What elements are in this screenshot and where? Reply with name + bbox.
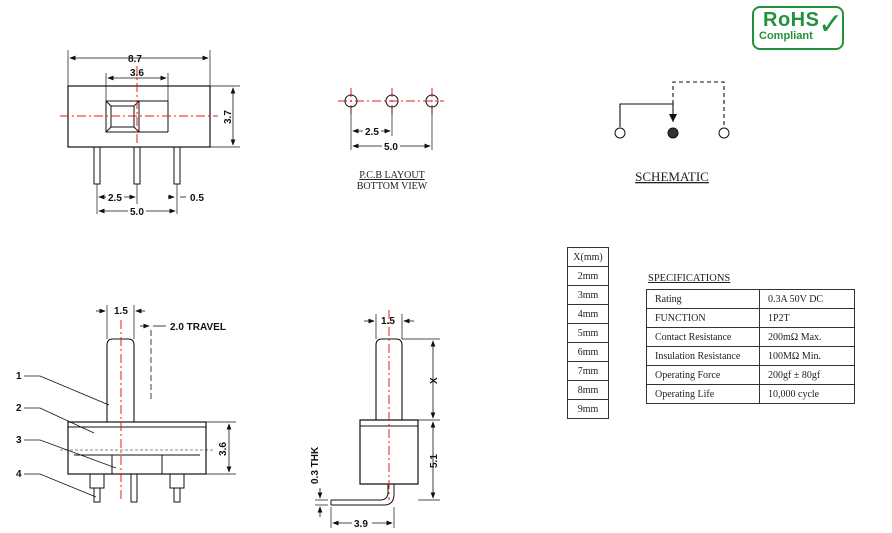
dim-pin: 0.5 xyxy=(190,193,204,204)
terminal-1 xyxy=(614,127,626,139)
pcb-dim-span: 5.0 xyxy=(384,142,398,153)
dim-width: 8.7 xyxy=(128,54,142,65)
pad-1 xyxy=(344,94,358,108)
dim-span: 5.0 xyxy=(130,207,144,218)
terminal-common xyxy=(667,127,679,139)
x-table-cell: 4mm xyxy=(567,304,609,324)
x-table-cell: 9mm xyxy=(567,399,609,419)
spec-key: Rating xyxy=(646,289,760,309)
dim-height: 3.7 xyxy=(223,110,234,124)
side-view: 1.5 2.0 TRAVEL 3.6 1 2 3 4 xyxy=(16,305,236,503)
pad-2 xyxy=(385,94,399,108)
right-dim-thk: 0.3 THK xyxy=(310,446,321,484)
checkmark-icon: ✓ xyxy=(818,7,844,42)
spec-key: FUNCTION xyxy=(646,308,760,328)
right-view: 1.5 X 5.1 0.3 THK 3.9 xyxy=(310,310,440,530)
pcb-dim-pitch: 2.5 xyxy=(365,127,379,138)
spec-value: 100MΩ Min. xyxy=(759,346,855,366)
x-table-cell: 7mm xyxy=(567,361,609,381)
x-table-cell: 6mm xyxy=(567,342,609,362)
spec-key: Insulation Resistance xyxy=(646,346,760,366)
side-dim-height: 3.6 xyxy=(218,442,229,456)
x-dimension-table: X(mm) 2mm 3mm 4mm 5mm 6mm 7mm 8mm 9mm xyxy=(567,247,609,419)
right-lead xyxy=(331,484,395,506)
spec-value: 200mΩ Max. xyxy=(759,327,855,347)
side-dim-travel: 2.0 TRAVEL xyxy=(170,322,226,333)
callout-4: 4 xyxy=(16,469,22,480)
spec-key: Operating Life xyxy=(646,384,760,404)
handle xyxy=(106,338,135,423)
spec-value: 10,000 cycle xyxy=(759,384,855,404)
dim-pitch: 2.5 xyxy=(108,193,122,204)
spec-value: 0.3A 50V DC xyxy=(759,289,855,309)
right-dim-handle: 1.5 xyxy=(381,316,395,327)
pcb-layout-subtitle: BOTTOM VIEW xyxy=(357,181,428,192)
top-view: 8.7 3.6 3.7 2.5 5.0 0.5 xyxy=(60,50,240,218)
schematic: SCHEMATIC xyxy=(614,81,730,184)
callout-3: 3 xyxy=(16,435,22,446)
callout-2: 2 xyxy=(16,403,22,414)
pin-right xyxy=(173,146,181,185)
right-housing xyxy=(359,419,419,485)
slider-block xyxy=(111,454,163,475)
spec-key: Contact Resistance xyxy=(646,327,760,347)
x-table-cell: 5mm xyxy=(567,323,609,343)
side-dim-handle: 1.5 xyxy=(114,306,128,317)
schematic-title: SCHEMATIC xyxy=(635,169,709,184)
right-dim-body: 5.1 xyxy=(429,454,440,468)
pin-left xyxy=(93,146,101,185)
specifications-title: SPECIFICATIONS xyxy=(648,273,731,284)
housing xyxy=(67,421,207,475)
pad-3 xyxy=(425,94,439,108)
right-dim-base: 3.9 xyxy=(354,519,368,530)
x-table-cell: 8mm xyxy=(567,380,609,400)
terminal-3 xyxy=(718,127,730,139)
dim-slot: 3.6 xyxy=(130,68,144,79)
rohs-badge: RoHS Compliant ✓ xyxy=(752,6,844,50)
spec-key: Operating Force xyxy=(646,365,760,385)
callout-1: 1 xyxy=(16,371,22,382)
pin-middle xyxy=(133,146,141,185)
pcb-layout-title: P.C.B LAYOUT xyxy=(359,170,424,181)
pcb-layout: 2.5 5.0 P.C.B LAYOUT BOTTOM VIEW xyxy=(338,88,444,192)
compliant-text: Compliant xyxy=(759,30,813,42)
spec-value: 1P2T xyxy=(759,308,855,328)
x-table-cell: 2mm xyxy=(567,266,609,286)
x-table-header: X(mm) xyxy=(567,247,609,267)
rohs-text: RoHS xyxy=(763,9,820,31)
right-dim-x: X xyxy=(429,377,440,384)
spec-value: 200gf ± 80gf xyxy=(759,365,855,385)
x-table-cell: 3mm xyxy=(567,285,609,305)
right-handle xyxy=(375,338,403,421)
